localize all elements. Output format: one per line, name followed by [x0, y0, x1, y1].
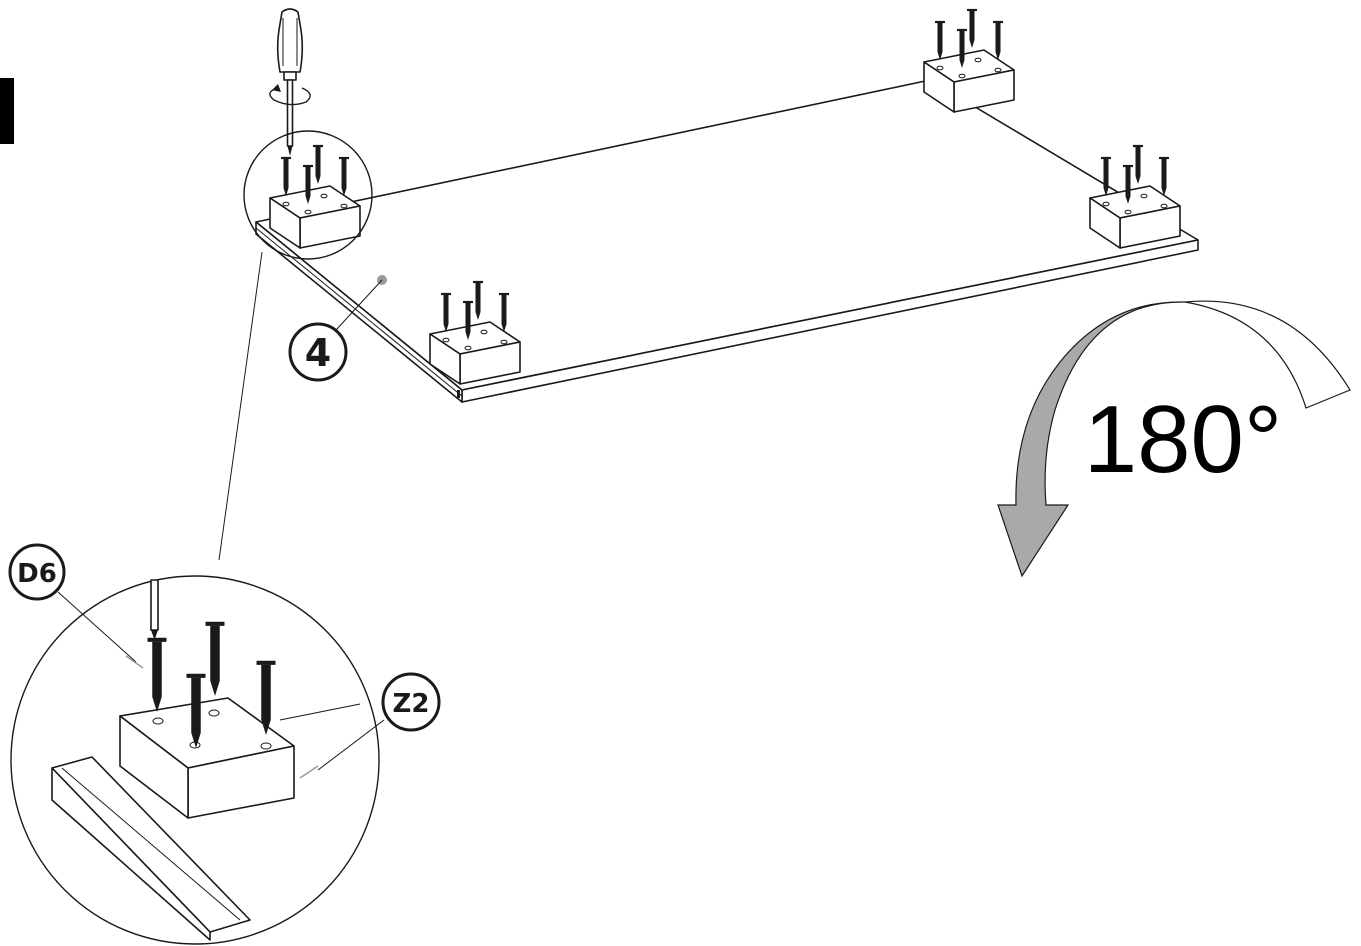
foot-block-back-right [1090, 146, 1180, 248]
rotation-arrow-icon [997, 300, 1351, 578]
page-edge-tab [0, 78, 14, 144]
label-part-d6: D6 [17, 559, 57, 589]
foot-block-back-left [924, 10, 1014, 112]
zoom-detail [10, 575, 380, 945]
callout-part-4: 4 [288, 322, 348, 382]
rotation-angle-label: 180° [1084, 386, 1283, 493]
zoom-circle-small [243, 130, 373, 260]
board-panel [255, 79, 1199, 403]
label-part-z2: Z2 [393, 689, 430, 719]
label-part-4: 4 [305, 331, 331, 375]
callout-part-z2: Z2 [381, 672, 441, 732]
foot-block-front-left [270, 146, 360, 248]
callout-part-d6: D6 [8, 543, 66, 601]
screwdriver-icon [269, 8, 311, 156]
